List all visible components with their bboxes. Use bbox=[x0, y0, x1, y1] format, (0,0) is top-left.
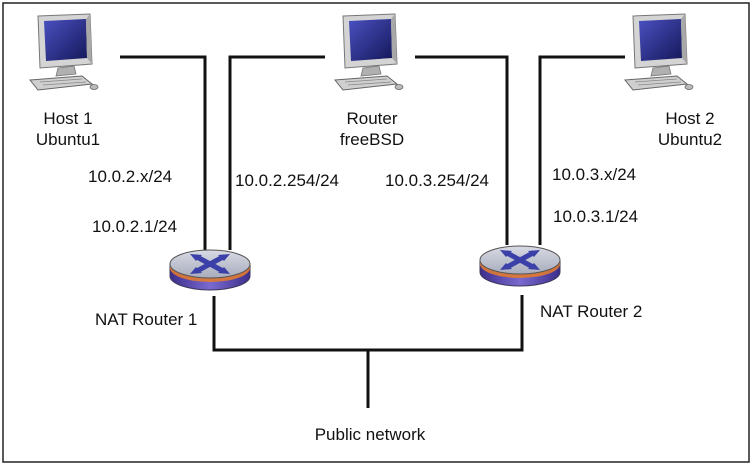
router-right-address: 10.0.3.254/24 bbox=[385, 171, 489, 190]
diagram-frame bbox=[2, 2, 750, 463]
router-name: Router bbox=[346, 109, 398, 128]
nat2-inside-address: 10.0.3.1/24 bbox=[553, 207, 639, 226]
host1-network-address: 10.0.2.x/24 bbox=[88, 167, 173, 186]
router-computer-icon bbox=[334, 13, 404, 91]
host1-computer-icon bbox=[29, 13, 99, 91]
link-router-nat1 bbox=[228, 55, 325, 250]
public-network-label: Public network bbox=[314, 425, 426, 444]
host2-os: Ubuntu2 bbox=[657, 130, 723, 149]
router-os: freeBSD bbox=[339, 130, 405, 149]
nat-router-2-icon bbox=[480, 246, 560, 286]
nat-router-1-icon bbox=[170, 250, 250, 290]
nat-router-1-label: NAT Router 1 bbox=[95, 310, 198, 329]
host1-name: Host 1 bbox=[43, 109, 93, 128]
host2-computer-icon bbox=[624, 13, 694, 91]
host2-network-address: 10.0.3.x/24 bbox=[552, 165, 637, 184]
nat1-inside-address: 10.0.2.1/24 bbox=[92, 217, 178, 236]
link-host1-nat1 bbox=[120, 55, 207, 250]
link-host2-nat2 bbox=[538, 55, 625, 245]
network-links bbox=[120, 55, 625, 408]
nat-router-2-label: NAT Router 2 bbox=[540, 302, 643, 321]
link-router-nat2 bbox=[415, 55, 509, 245]
router-left-address: 10.0.2.254/24 bbox=[235, 171, 339, 190]
host2-name: Host 2 bbox=[665, 109, 715, 128]
link-public-bus bbox=[212, 295, 524, 352]
host1-os: Ubuntu1 bbox=[35, 130, 101, 149]
